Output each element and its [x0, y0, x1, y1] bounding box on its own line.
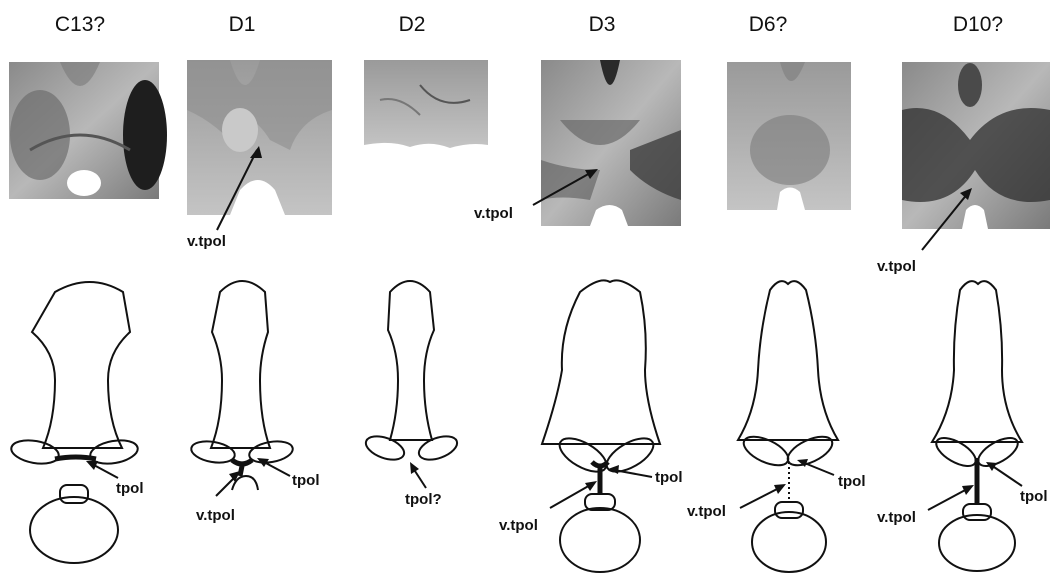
- photo-label-d1: v.tpol: [187, 233, 226, 250]
- d1-tpol-label: tpol: [292, 472, 320, 489]
- photo-d2: [364, 60, 488, 148]
- column-title-d2: D2: [399, 13, 426, 36]
- photo-d6: [727, 62, 851, 210]
- d6-tpol-label: tpol: [838, 473, 866, 490]
- column-title-d3: D3: [589, 13, 616, 36]
- d3-tpol-label: tpol: [655, 469, 683, 486]
- photo-label-d3: v.tpol: [474, 205, 513, 222]
- d10-vtpol-label: v.tpol: [877, 509, 916, 526]
- drawing-c13: [9, 282, 139, 563]
- drawing-d3: [542, 280, 660, 572]
- photo-c13: [9, 62, 167, 199]
- c13-tpol-label: tpol: [116, 480, 144, 497]
- d3-vtpol-label: v.tpol: [499, 517, 538, 534]
- d1-vtpol-label: v.tpol: [196, 507, 235, 524]
- d6-vtpol-label: v.tpol: [687, 503, 726, 520]
- column-title-d6: D6?: [749, 13, 788, 36]
- column-title-c13: C13?: [55, 13, 105, 36]
- photo-label-d10: v.tpol: [877, 258, 916, 275]
- photo-d1: [187, 60, 332, 230]
- drawing-d10: [928, 281, 1022, 571]
- photo-d10: [902, 62, 1050, 250]
- drawing-d2: [363, 281, 460, 488]
- d10-tpol-label: tpol: [1020, 488, 1048, 505]
- column-title-d1: D1: [229, 13, 256, 36]
- drawing-d6: [738, 281, 838, 572]
- column-title-d10: D10?: [953, 13, 1003, 36]
- d2-tpol-label: tpol?: [405, 491, 442, 508]
- photo-d3: [533, 60, 681, 226]
- drawing-d1: [190, 281, 295, 496]
